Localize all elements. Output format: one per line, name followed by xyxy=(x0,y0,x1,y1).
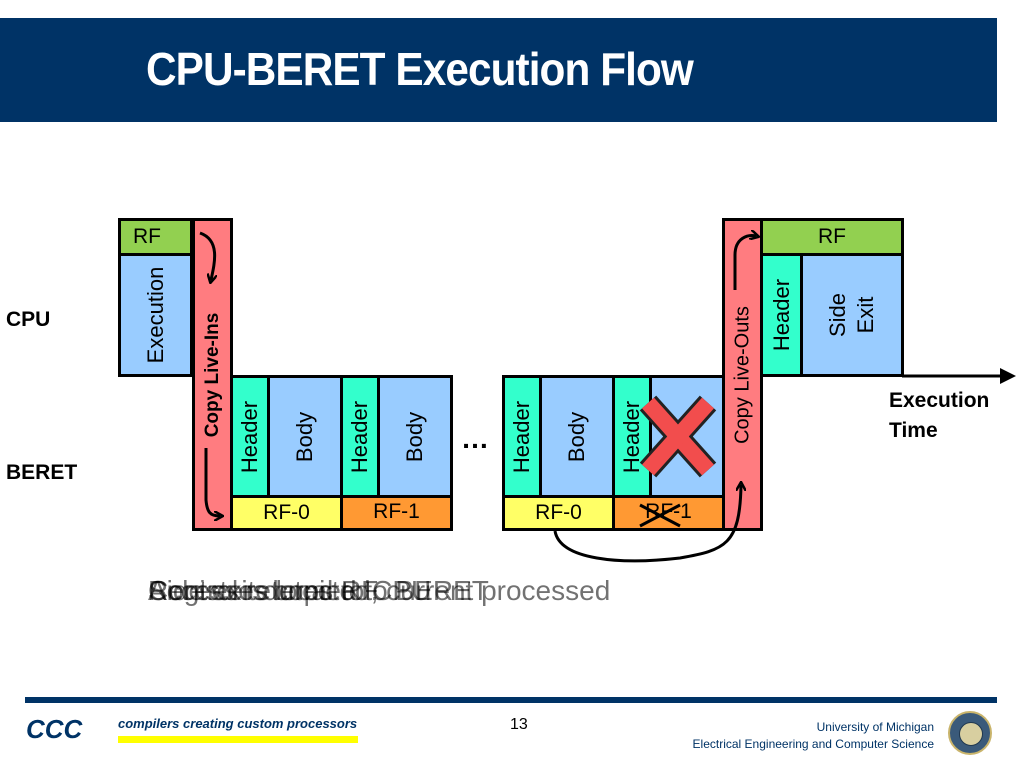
return-arrow xyxy=(553,485,741,563)
university-block: University of Michigan Electrical Engine… xyxy=(693,719,934,753)
rf-right-label: RF xyxy=(818,225,846,248)
rf-block-right: RF xyxy=(760,218,904,256)
time-axis-arrowhead xyxy=(1000,368,1016,384)
caption-4: Control returns to CPU xyxy=(148,575,432,606)
cpu-label: CPU xyxy=(6,308,51,331)
body-block-4-cancelled xyxy=(649,375,725,498)
beret-label: BERET xyxy=(6,461,78,484)
rf0-block-1: RF-0 xyxy=(230,495,343,531)
execution-time-label: Execution Time xyxy=(889,386,989,446)
body-block-3: Body xyxy=(539,375,615,498)
rf1-cross-icon xyxy=(639,503,681,528)
caption-1: Registers copied to BERET xyxy=(148,575,489,606)
footer-tagline: compilers creating custom processors xyxy=(118,716,358,731)
execution-time-line1: Execution xyxy=(889,389,990,412)
ccc-logo: CCC xyxy=(26,714,83,744)
rf0-label-2: RF-0 xyxy=(535,501,582,524)
tagline-underline xyxy=(118,736,358,743)
rf1-block-1: RF-1 xyxy=(340,495,453,531)
page-number: 13 xyxy=(510,716,528,733)
execution-time-line2: Time xyxy=(889,419,938,442)
caption-3: Side exit detected, current processed xyxy=(148,575,611,606)
side-exit-block: Side Exit xyxy=(800,253,904,377)
body-block-2: Body xyxy=(377,375,453,498)
ellipsis: … xyxy=(461,423,489,454)
live-ins-bottom-arrow xyxy=(204,448,220,516)
cancel-x-icon xyxy=(639,395,717,478)
slide-title: CPU-BERET Execution Flow xyxy=(146,43,694,95)
copy-live-outs-block: Copy Live-Outs xyxy=(722,218,763,531)
department-name: Electrical Engineering and Computer Scie… xyxy=(692,737,934,751)
live-outs-arrow xyxy=(733,236,756,290)
body-block-1: Body xyxy=(267,375,343,498)
rf-left-label: RF xyxy=(133,225,161,248)
title-bar xyxy=(0,18,997,122)
rf0-block-2: RF-0 xyxy=(502,495,615,531)
footer-divider xyxy=(25,697,997,703)
university-name: University of Michigan xyxy=(816,720,934,734)
university-seal-icon xyxy=(948,711,992,755)
rf1-label-1: RF-1 xyxy=(373,499,420,523)
live-ins-top-arrow xyxy=(199,231,215,280)
execution-block: Execution xyxy=(118,253,193,377)
caption-2: Accesses local RF xyxy=(148,575,379,606)
rf0-label-1: RF-0 xyxy=(263,501,310,524)
